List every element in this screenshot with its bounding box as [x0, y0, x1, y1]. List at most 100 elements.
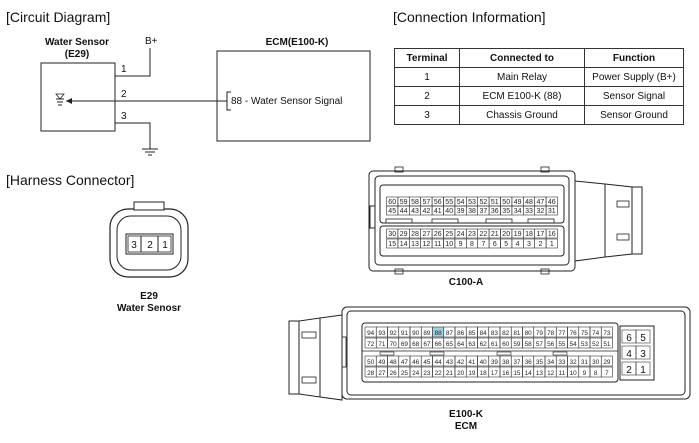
pin-number: 17 — [537, 231, 545, 238]
pin-number: 51 — [603, 341, 611, 348]
pin-number: 48 — [390, 359, 398, 366]
signal-arrow — [66, 98, 72, 104]
table-cell: Sensor Signal — [584, 86, 684, 106]
pin-number: 69 — [401, 341, 409, 348]
table-cell: Power Supply (B+) — [584, 67, 684, 87]
pin-number: 40 — [480, 359, 488, 366]
pin-cell — [600, 366, 613, 378]
pin-number: 12 — [547, 370, 555, 377]
pin-number: 22 — [435, 370, 443, 377]
e29-caption: Water Senosr — [117, 303, 181, 314]
pin-number: 85 — [468, 330, 476, 337]
circuit-diagram-heading: [Circuit Diagram] — [6, 9, 110, 25]
pin-number: 48 — [525, 199, 533, 206]
pin-number: 41 — [434, 208, 442, 215]
pin-number: 51 — [491, 199, 499, 206]
pin-number: 25 — [445, 231, 453, 238]
pin-number: 56 — [547, 341, 555, 348]
pin-number: 77 — [558, 330, 566, 337]
pin-number: 29 — [400, 231, 408, 238]
pin-3-label: 3 — [121, 111, 127, 122]
pin-number: 94 — [367, 330, 375, 337]
pin-number: 90 — [412, 330, 420, 337]
pin-number: 27 — [378, 370, 386, 377]
pin-number: 38 — [468, 208, 476, 215]
pin-number: 53 — [468, 199, 476, 206]
pin-number: 30 — [592, 359, 600, 366]
ecm-signal-label: 88 - Water Sensor Signal — [231, 96, 342, 107]
pin-number: 23 — [468, 231, 476, 238]
pin-number: 81 — [513, 330, 521, 337]
water-sensor-symbol — [55, 93, 65, 106]
e29-pin-2: 2 — [147, 240, 153, 251]
header-terminal: Terminal — [394, 48, 460, 68]
pin-number: 45 — [388, 208, 396, 215]
pin-cell — [600, 355, 613, 367]
pin-number: 42 — [423, 208, 431, 215]
pin-cell — [635, 361, 651, 376]
pin-number: 35 — [502, 208, 510, 215]
pin-number: 14 — [400, 241, 408, 248]
table-cell: ECM E100-K (88) — [459, 86, 585, 106]
pin-number: 11 — [434, 241, 441, 248]
pin-number: 73 — [603, 330, 611, 337]
connection-info-heading: [Connection Information] — [393, 9, 546, 25]
pin-number: 65 — [446, 341, 454, 348]
pin-number: 22 — [480, 231, 488, 238]
pin-cell — [635, 345, 651, 360]
pin-number: 9 — [459, 241, 463, 248]
pin-number: 37 — [513, 359, 521, 366]
pin-number: 76 — [570, 330, 578, 337]
pin-number: 6 — [493, 241, 497, 248]
pin-number: 54 — [570, 341, 578, 348]
pin-number: 88 — [435, 330, 443, 337]
pin-number: 2 — [538, 241, 542, 248]
c100-name: C100-A — [449, 277, 483, 288]
pin-number: 23 — [423, 370, 431, 377]
pin-number: 93 — [378, 330, 386, 337]
pin-number: 31 — [548, 208, 556, 215]
pin-number: 47 — [401, 359, 409, 366]
pin-number: 52 — [592, 341, 600, 348]
pin-number: 87 — [446, 330, 454, 337]
pin-number: 43 — [411, 208, 419, 215]
pin-number: 21 — [446, 370, 454, 377]
e29-connector — [109, 201, 189, 278]
pin-number: 7 — [481, 241, 485, 248]
e29-pin-1: 1 — [162, 240, 168, 251]
pin-number: 4 — [516, 241, 520, 248]
pin-number: 56 — [434, 199, 442, 206]
harness-connector-heading: [Harness Connector] — [6, 172, 134, 188]
pin-number: 37 — [480, 208, 488, 215]
ecm-title: ECM(E100-K) — [266, 37, 329, 48]
pin-number: 15 — [513, 370, 521, 377]
pin-2-label: 2 — [121, 89, 127, 100]
pin-number: 63 — [468, 341, 476, 348]
pin-number: 2 — [626, 365, 632, 376]
pin-number: 44 — [435, 359, 443, 366]
pin-number: 79 — [536, 330, 544, 337]
pin-number: 50 — [367, 359, 375, 366]
c100-connector — [368, 166, 643, 275]
pin-number: 78 — [547, 330, 555, 337]
pin-number: 24 — [457, 231, 465, 238]
pin-number: 30 — [388, 231, 396, 238]
sensor-id: (E29) — [65, 49, 89, 60]
table-cell: 2 — [394, 86, 460, 106]
pin-number: 46 — [548, 199, 556, 206]
pin-number: 21 — [491, 231, 499, 238]
pin-number: 19 — [514, 231, 522, 238]
pin-number: 16 — [548, 231, 556, 238]
pin-number: 34 — [514, 208, 522, 215]
pin-number: 8 — [594, 370, 598, 377]
pin-number: 52 — [480, 199, 488, 206]
pin-number: 58 — [525, 341, 533, 348]
table-header-row: Terminal Connected to Function — [394, 48, 684, 68]
pin-number: 5 — [640, 333, 646, 344]
pin-number: 61 — [491, 341, 499, 348]
pin-number: 10 — [570, 370, 578, 377]
pin-number: 13 — [411, 241, 419, 248]
